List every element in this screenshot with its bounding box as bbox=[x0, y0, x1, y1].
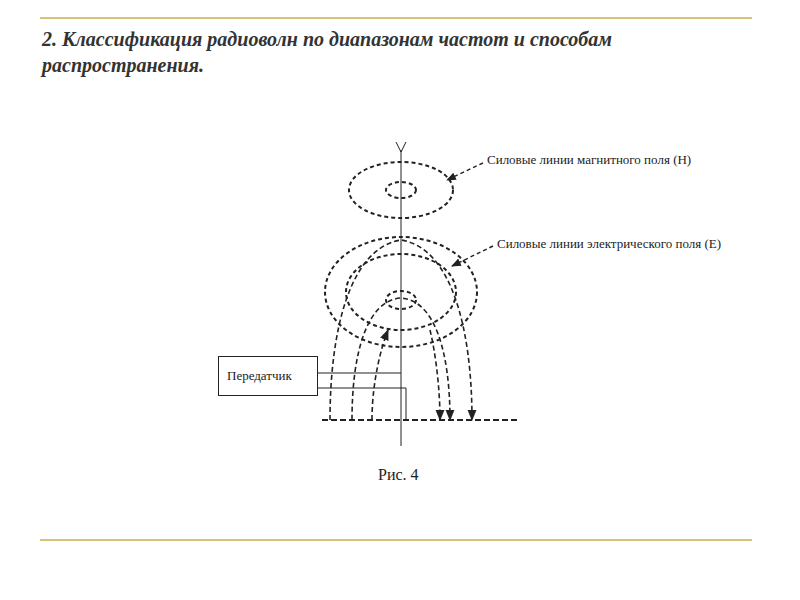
rule-top bbox=[40, 17, 752, 19]
figure-caption: Рис. 4 bbox=[376, 466, 421, 484]
field-label: Силовые линии электрического поля (Е) bbox=[495, 236, 723, 252]
antenna-tip bbox=[396, 142, 406, 152]
electric-field bbox=[325, 237, 477, 347]
field-lines bbox=[330, 240, 472, 420]
leader-lines bbox=[447, 163, 493, 266]
box-text: Передатчик bbox=[227, 368, 309, 384]
slide-title: 2. Классификация радиоволн по диапазонам… bbox=[42, 26, 742, 78]
magnetic-field bbox=[349, 162, 453, 218]
field-label: Силовые линии магнитного поля (Н) bbox=[485, 152, 693, 168]
transmitter-box: Передатчик bbox=[218, 356, 318, 396]
rule-bottom bbox=[40, 539, 752, 541]
ground-line bbox=[322, 419, 520, 421]
feed-wires bbox=[318, 373, 406, 420]
antenna-mast bbox=[401, 150, 402, 446]
